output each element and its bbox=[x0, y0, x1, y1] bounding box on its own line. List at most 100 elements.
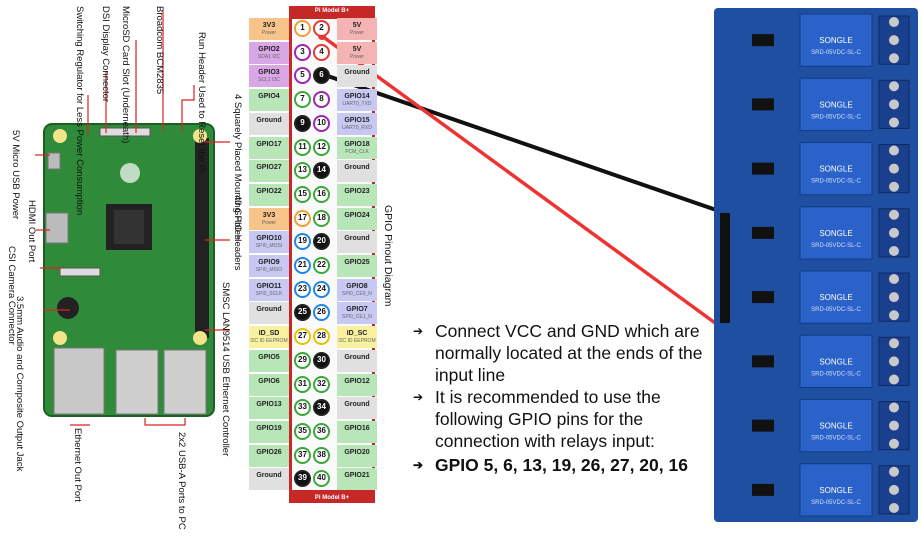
left-pin-label-text: GPIO13 bbox=[256, 401, 282, 409]
terminal-screw bbox=[889, 145, 899, 156]
optocoupler bbox=[752, 226, 774, 239]
left-pin-label-sub: SPI0_MISO bbox=[255, 267, 283, 273]
right-pin-label-sub: PCM_CLK bbox=[345, 148, 369, 155]
right-pin-label-text: Ground bbox=[344, 69, 370, 77]
pin-4: 4 bbox=[313, 43, 330, 61]
broadcom-label: Broadcom BCM2835 bbox=[154, 6, 165, 95]
left-pin-label-text: GPIO4 bbox=[258, 93, 280, 101]
right-pin-label-sub: Power bbox=[349, 53, 365, 60]
left-pin-label: GPIO27 bbox=[249, 160, 289, 183]
instruction-1: ➔ Connect VCC and GND which are normally… bbox=[413, 320, 713, 386]
relay-body bbox=[799, 142, 873, 196]
right-pin-label-text: 5V bbox=[352, 22, 362, 29]
left-pin-label-text: GPIO26 bbox=[256, 448, 282, 456]
pin-38: 38 bbox=[313, 446, 330, 464]
relay-model: SRD-05VDC-SL-C bbox=[811, 179, 861, 185]
pin-21: 21 bbox=[294, 257, 311, 274]
pin-16: 16 bbox=[313, 185, 330, 203]
terminal-screw bbox=[889, 292, 899, 303]
right-pin-label-sub: UART0_TXD bbox=[342, 101, 372, 108]
left-pin-label-text: GPIO17 bbox=[256, 140, 282, 148]
micro-usb-label: 5V Micro USB Power bbox=[10, 130, 21, 220]
terminal-screw bbox=[889, 356, 899, 367]
instruction-2-text: It is recommended to use the following G… bbox=[435, 387, 661, 451]
right-pin-label: GPIO16 bbox=[337, 420, 377, 443]
pin-7: 7 bbox=[294, 91, 311, 109]
left-pin-label: GPIO4 bbox=[249, 89, 289, 112]
pinout-header-title: Pi Model B+ bbox=[289, 6, 375, 16]
ethernet-label: Ethernet Out Port bbox=[72, 428, 83, 502]
terminal-screw bbox=[889, 338, 899, 349]
right-pin-label: GPIO20 bbox=[337, 444, 377, 467]
instruction-1-text: Connect VCC and GND which are normally l… bbox=[435, 321, 703, 385]
right-pin-label-sub: SPI0_CE0_N bbox=[342, 290, 372, 297]
pin-10: 10 bbox=[313, 114, 330, 132]
terminal-screw bbox=[889, 163, 899, 174]
relay-model: SRD-05VDC-SL-C bbox=[811, 500, 861, 506]
right-pin-label-text: Ground bbox=[344, 164, 370, 172]
right-pin-label: Ground bbox=[337, 65, 377, 88]
relay-label: SONGLE bbox=[819, 229, 852, 238]
pin-22: 22 bbox=[313, 257, 330, 274]
left-pin-label-text: Ground bbox=[256, 116, 282, 124]
pin-14: 14 bbox=[313, 162, 330, 180]
pin-27: 27 bbox=[294, 328, 311, 346]
left-pin-label-text: GPIO10 bbox=[256, 235, 282, 243]
right-pin-label: GPIO21 bbox=[337, 468, 377, 491]
left-pin-label-text: GPIO11 bbox=[256, 282, 282, 290]
right-pin-label-sub: I2C ID EEPROM bbox=[338, 338, 376, 345]
relay-body bbox=[799, 334, 873, 388]
relay-label: SONGLE bbox=[819, 293, 852, 302]
right-pin-label-text: GPIO15 bbox=[344, 116, 370, 124]
left-pin-label: GPIO17 bbox=[249, 136, 289, 159]
pin-11: 11 bbox=[294, 138, 311, 156]
left-pin-label-text: GPIO27 bbox=[256, 164, 282, 172]
left-pin-label-text: GPIO22 bbox=[256, 187, 282, 195]
terminal-screw bbox=[889, 53, 899, 64]
optocoupler bbox=[752, 355, 774, 368]
pin-24: 24 bbox=[313, 280, 330, 298]
left-pin-label-text: GPIO9 bbox=[258, 259, 280, 266]
right-pin-label: Ground bbox=[337, 349, 377, 372]
pin-15: 15 bbox=[294, 185, 311, 203]
pin-19: 19 bbox=[294, 233, 311, 251]
right-pin-label-text: Ground bbox=[344, 235, 370, 243]
left-pin-label: GPIO26 bbox=[249, 444, 289, 467]
gpio-headers-label: 40 GPIO Headers bbox=[232, 195, 243, 271]
left-pin-label-sub: SPI0_MOSI bbox=[255, 243, 283, 250]
left-pin-label: GPIO22 bbox=[249, 183, 289, 206]
relay-body bbox=[799, 13, 873, 67]
terminal-screw bbox=[889, 81, 899, 92]
right-pin-label-text: Ground bbox=[344, 353, 370, 361]
relay-body bbox=[799, 77, 873, 131]
right-pin-label-text: GPIO14 bbox=[344, 93, 370, 101]
pin-6: 6 bbox=[313, 67, 330, 85]
right-pin-label-text: GPIO21 bbox=[344, 472, 370, 480]
right-pin-label: Ground bbox=[337, 231, 377, 254]
relay-model: SRD-05VDC-SL-C bbox=[811, 307, 861, 313]
terminal-screw bbox=[889, 35, 899, 46]
left-pin-label: Ground bbox=[249, 468, 289, 491]
relay-model: SRD-05VDC-SL-C bbox=[811, 114, 861, 120]
pin-8: 8 bbox=[313, 91, 330, 109]
arrow-icon: ➔ bbox=[413, 390, 424, 404]
pi-callout-lines bbox=[35, 10, 230, 426]
right-pin-label-text: GPIO25 bbox=[344, 259, 370, 266]
terminal-screw bbox=[889, 310, 899, 321]
pin-40: 40 bbox=[313, 470, 330, 488]
pin-12: 12 bbox=[313, 138, 330, 156]
right-pin-label-text: GPIO23 bbox=[344, 187, 370, 195]
pin-1: 1 bbox=[294, 20, 311, 37]
instruction-2: ➔ It is recommended to use the following… bbox=[413, 386, 713, 452]
pin-29: 29 bbox=[294, 351, 311, 369]
left-pin-label-text: GPIO3 bbox=[258, 69, 280, 77]
relay-label: SONGLE bbox=[819, 36, 852, 45]
dsi-connector-label: DSI Display Connector bbox=[100, 6, 111, 103]
